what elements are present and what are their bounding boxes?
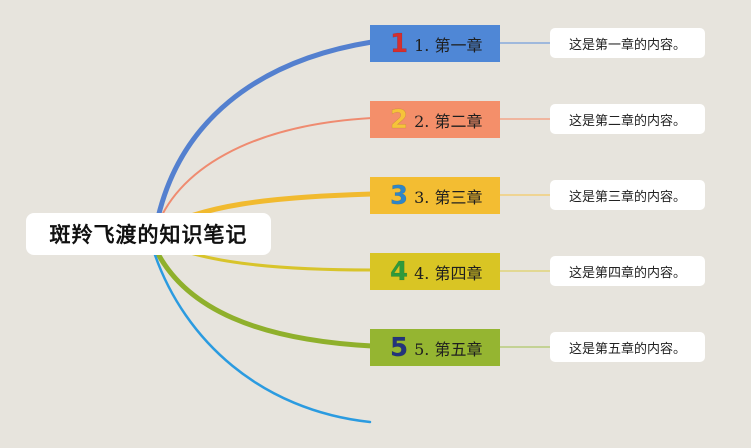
content-label-2: 这是第二章的内容。	[568, 113, 686, 129]
content-label-3: 这是第三章的内容。	[568, 189, 686, 205]
chapter-number-icon-2: 2	[390, 104, 409, 135]
chapter-node-4[interactable]: 4 4. 第四章	[370, 253, 500, 290]
content-node-2[interactable]: 这是第二章的内容。	[550, 104, 705, 134]
content-node-4[interactable]: 这是第四章的内容。	[550, 256, 705, 286]
content-node-1[interactable]: 这是第一章的内容。	[550, 28, 705, 58]
chapter-number-icon-1: 1	[390, 28, 409, 59]
branch-line-1	[152, 39, 375, 235]
content-label-1: 这是第一章的内容。	[568, 37, 686, 53]
content-label-5: 这是第五章的内容。	[568, 341, 686, 357]
chapter-number-icon-5: 5	[390, 332, 409, 363]
branch-line-2	[154, 117, 373, 233]
chapter-label-3: 3. 第三章	[414, 187, 483, 207]
branch-line-5	[152, 245, 375, 349]
chapter-label-2: 2. 第二章	[414, 111, 483, 131]
chapter-number-icon-3: 3	[390, 180, 409, 211]
chapter-number-icon-4: 4	[390, 256, 409, 287]
root-topic-label: 斑羚飞渡的知识笔记	[49, 223, 248, 247]
chapter-label-5: 5. 第五章	[414, 339, 483, 359]
chapter-label-4: 4. 第四章	[414, 263, 483, 283]
content-label-4: 这是第四章的内容。	[568, 265, 686, 281]
branch-line-extra	[153, 253, 372, 424]
chapter-node-5[interactable]: 5 5. 第五章	[370, 329, 500, 366]
content-node-3[interactable]: 这是第三章的内容。	[550, 180, 705, 210]
chapter-label-1: 1. 第一章	[414, 35, 483, 55]
chapter-node-1[interactable]: 1 1. 第一章	[370, 25, 500, 62]
root-topic[interactable]: 斑羚飞渡的知识笔记	[26, 213, 271, 255]
chapter-node-3[interactable]: 3 3. 第三章	[370, 177, 500, 214]
content-node-5[interactable]: 这是第五章的内容。	[550, 332, 705, 362]
chapter-node-2[interactable]: 2 2. 第二章	[370, 101, 500, 138]
